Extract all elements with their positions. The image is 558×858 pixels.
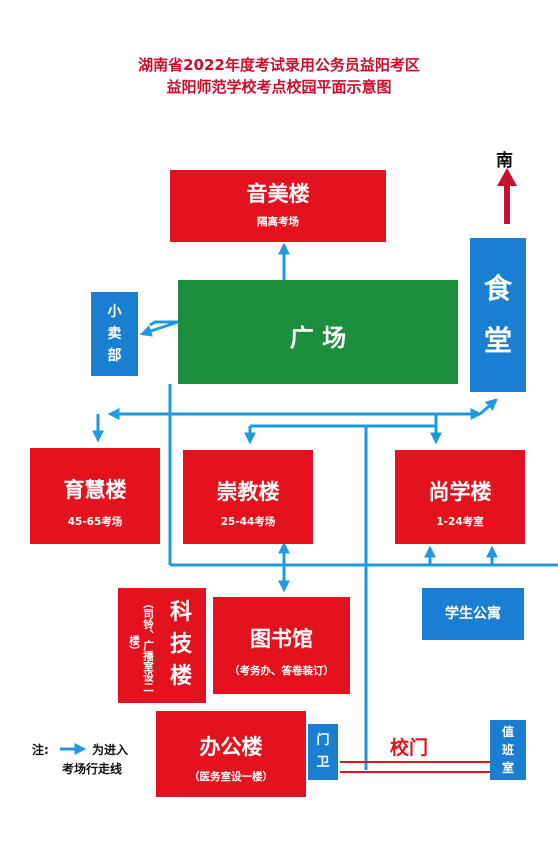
menwei-char: 卫 [316, 755, 330, 770]
building-bangong: 办公楼 （医务室设一楼） [156, 711, 306, 797]
gate-label: 校门 [390, 737, 429, 759]
building-yuhui-sub: 45-65考场 [67, 516, 123, 528]
building-shangxue-sub: 1-24考室 [436, 516, 484, 528]
legend-text-2: 考场行走线 [62, 762, 123, 776]
building-shitang: 食 堂 [470, 238, 526, 392]
page-subtitle: 益阳师范学校考点校园平面示意图 [166, 78, 392, 96]
legend-prefix: 注: [32, 743, 49, 757]
building-xueshenggongyu: 学生公寓 [422, 588, 524, 640]
building-tushuguan-sub: （考务办、答卷装订） [229, 665, 334, 677]
keji-note: （司铃、广播室设二楼） [128, 597, 154, 693]
square-name: 广 场 [289, 324, 347, 352]
building-chongjiao: 崇教楼 25-44考场 [183, 450, 313, 544]
north-arrow-icon [497, 168, 517, 224]
building-yuhui: 育慧楼 45-65考场 [30, 448, 160, 544]
menwei-char: 门 [316, 733, 330, 748]
xiaomaibu-char: 部 [107, 348, 122, 364]
building-menwei: 门 卫 [308, 724, 338, 780]
keji-char: 技 [169, 632, 192, 657]
building-xiaomaibu: 小 卖 部 [91, 292, 138, 376]
keji-char: 科 [169, 600, 192, 625]
building-shangxue: 尚学楼 1-24考室 [395, 450, 525, 544]
building-yinmei: 音美楼 隔离考场 [170, 170, 386, 242]
building-zhiban: 值 班 室 [490, 720, 526, 780]
building-xueshenggongyu-name: 学生公寓 [445, 606, 501, 622]
keji-char: 楼 [169, 664, 192, 689]
compass-label: 南 [496, 151, 513, 171]
legend-text-1: 为进入 [92, 743, 129, 757]
building-tushuguan-name: 图书馆 [250, 627, 313, 651]
zhiban-char: 室 [501, 761, 514, 775]
building-chongjiao-sub: 25-44考场 [220, 516, 276, 528]
building-yuhui-name: 育慧楼 [63, 478, 127, 502]
shitang-char: 食 [483, 272, 512, 305]
zhiban-char: 值 [501, 725, 514, 739]
building-yinmei-name: 音美楼 [246, 182, 310, 206]
building-yinmei-sub: 隔离考场 [257, 216, 299, 228]
building-bangong-sub: （医务室设一楼） [189, 771, 273, 783]
xiaomaibu-char: 卖 [107, 326, 122, 342]
route-to-xiaomaibu [139, 320, 179, 337]
building-tushuguan: 图书馆 （考务办、答卷装订） [213, 597, 350, 694]
zhiban-char: 班 [501, 743, 514, 757]
page-title: 湖南省2022年度考试录用公务员益阳考区 [138, 56, 420, 74]
xiaomaibu-char: 小 [107, 304, 122, 320]
square-guangchang: 广 场 [178, 280, 458, 384]
building-chongjiao-name: 崇教楼 [216, 480, 280, 504]
building-keji: （司铃、广播室设二楼） 科 技 楼 [118, 588, 206, 703]
building-bangong-name: 办公楼 [199, 735, 263, 759]
shitang-char: 堂 [483, 324, 512, 357]
building-shangxue-name: 尚学楼 [428, 480, 492, 504]
